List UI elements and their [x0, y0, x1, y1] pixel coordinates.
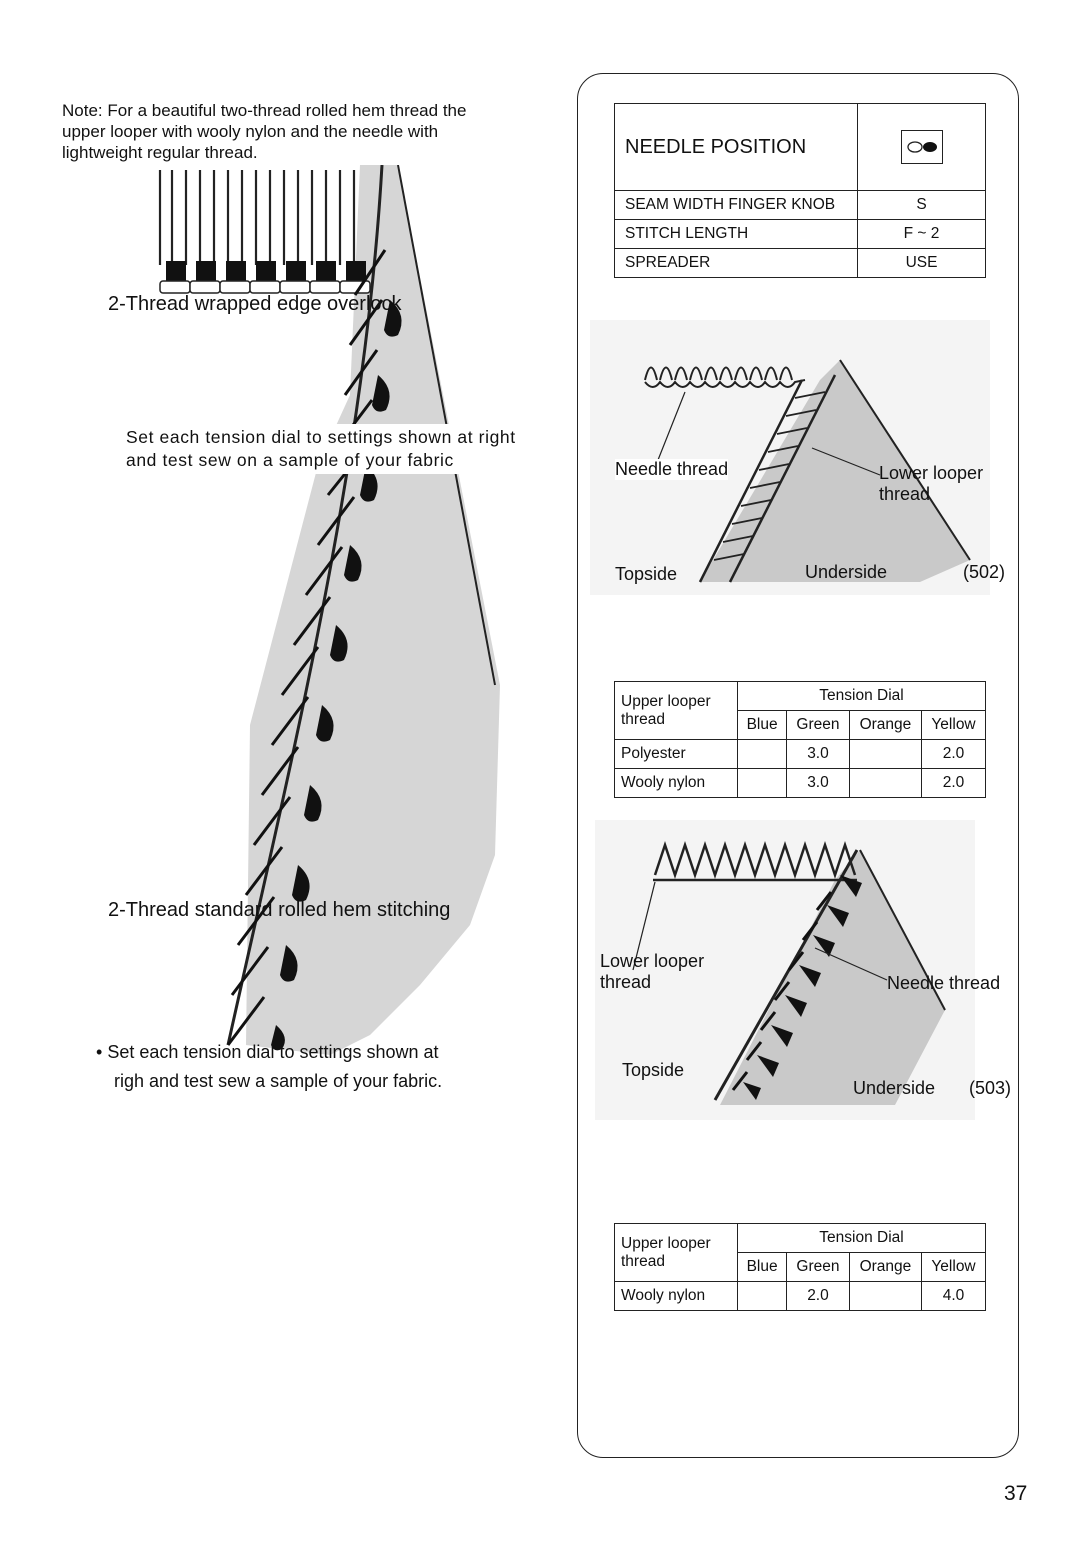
- diagram502-lower-looper-line-1: Lower looper: [879, 463, 984, 483]
- column-orange: Orange: [848, 1252, 923, 1282]
- column-green: Green: [786, 1252, 850, 1282]
- stitch-diagram-502: [590, 320, 990, 595]
- diagram502-needle-thread: Needle thread: [615, 459, 729, 480]
- value-green: 2.0: [786, 1281, 850, 1311]
- settings-row-label: SPREADER: [614, 248, 858, 278]
- settings-row-label: SEAM WIDTH FINGER KNOB: [614, 190, 858, 220]
- settings-panel: [577, 73, 1019, 1458]
- rolled-hem-heading: 2-Thread standard rolled hem stitching: [108, 899, 451, 921]
- bullet-line-2: righ and test sew a sample of your fabri…: [114, 1071, 443, 1091]
- needle-position-right-icon: [900, 130, 943, 164]
- value-yellow: 4.0: [921, 1281, 986, 1311]
- value-green: 3.0: [786, 739, 850, 769]
- rolled-hem-illustration: [158, 165, 500, 1055]
- column-blue: Blue: [736, 1252, 788, 1282]
- instruction-1-line-2: and test sew on a sample of your fabric: [126, 450, 454, 470]
- tension-row: Wooly nylon 3.0 2.0: [614, 768, 986, 798]
- instruction-1-line-1: Set each tension dial to settings shown …: [126, 427, 516, 447]
- thread-name: Polyester: [614, 739, 738, 769]
- diagram503-underside: Underside: [853, 1078, 936, 1098]
- tension-row-header: Upper looper thread: [614, 681, 738, 740]
- note-text: Note: For a beautiful two-thread rolled …: [62, 101, 467, 162]
- diagram503-needle-thread: Needle thread: [887, 973, 1001, 993]
- diagram502-lower-looper: Lower looper thread: [879, 463, 983, 505]
- needle-position-row: NEEDLE POSITION: [614, 103, 986, 191]
- bullet-line-1-text: Set each tension dial to settings shown …: [107, 1042, 439, 1062]
- settings-row-value: S: [857, 190, 986, 220]
- page-number: 37: [1004, 1482, 1028, 1505]
- tension-row-header: Upper looper thread: [614, 1223, 738, 1282]
- needle-position-icon-cell: [857, 103, 986, 191]
- wrapped-edge-heading: 2-Thread wrapped edge overlock: [108, 293, 402, 315]
- settings-row-value: USE: [857, 248, 986, 278]
- column-orange: Orange: [848, 710, 923, 740]
- bullet-instruction: • Set each tension dial to settings show…: [96, 1038, 516, 1096]
- diagram502-code: (502): [963, 562, 1006, 582]
- value-green: 3.0: [786, 768, 850, 798]
- diagram503-lower-looper: Lower looper thread: [600, 951, 704, 993]
- diagram503-lower-looper-line-1: Lower looper: [600, 951, 705, 971]
- needle-position-label: NEEDLE POSITION: [614, 103, 858, 191]
- diagram502-lower-looper-line-2: thread: [879, 484, 931, 504]
- value-yellow: 2.0: [921, 768, 986, 798]
- value-orange: [848, 768, 923, 798]
- column-blue: Blue: [736, 710, 788, 740]
- settings-row-label: STITCH LENGTH: [614, 219, 858, 249]
- bullet-line-1: • Set each tension dial to settings show…: [96, 1038, 516, 1067]
- instruction-1: Set each tension dial to settings shown …: [126, 424, 556, 474]
- diagram503-code: (503): [969, 1078, 1012, 1098]
- diagram502-underside: Underside: [805, 562, 888, 582]
- tension-group-header: Tension Dial: [737, 1223, 986, 1253]
- value-orange: [848, 1281, 923, 1311]
- tension-table-1: Upper looper thread Tension Dial Blue Gr…: [614, 681, 986, 798]
- tension-columns-row: Blue Green Orange Yellow: [615, 710, 986, 740]
- diagram502-topside: Topside: [615, 564, 678, 584]
- value-blue: [736, 1281, 788, 1311]
- tension-table-2: Upper looper thread Tension Dial Blue Gr…: [614, 1223, 986, 1311]
- value-blue: [736, 739, 788, 769]
- tension-header-row: Upper looper thread Tension Dial: [614, 1223, 986, 1282]
- bullet-icon: •: [96, 1042, 103, 1062]
- diagram503-topside: Topside: [622, 1060, 685, 1080]
- column-yellow: Yellow: [921, 1252, 986, 1282]
- tension-row: Polyester 3.0 2.0: [614, 739, 986, 769]
- value-orange: [848, 739, 923, 769]
- settings-row-value: F ~ 2: [857, 219, 986, 249]
- thread-name: Wooly nylon: [614, 768, 738, 798]
- stitch-diagram-503: [595, 820, 975, 1120]
- tension-row: Wooly nylon 2.0 4.0: [614, 1281, 986, 1311]
- tension-header-row: Upper looper thread Tension Dial: [614, 681, 986, 740]
- tension-group-header: Tension Dial: [737, 681, 986, 711]
- column-yellow: Yellow: [921, 710, 986, 740]
- value-blue: [736, 768, 788, 798]
- thread-name: Wooly nylon: [614, 1281, 738, 1311]
- diagram503-lower-looper-line-2: thread: [600, 972, 652, 992]
- column-green: Green: [786, 710, 850, 740]
- value-yellow: 2.0: [921, 739, 986, 769]
